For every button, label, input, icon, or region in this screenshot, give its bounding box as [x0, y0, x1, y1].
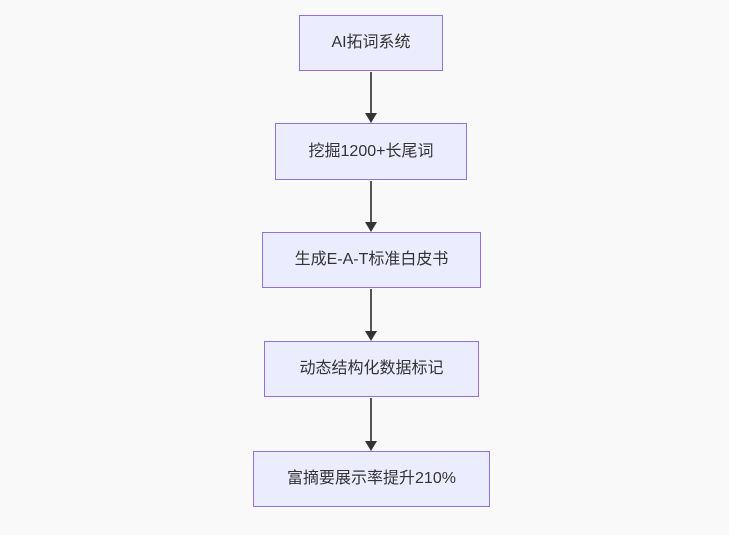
- arrow-n3-n4: [365, 289, 377, 341]
- node-label: 生成E-A-T标准白皮书: [294, 251, 449, 269]
- arrow-n4-n5: [365, 398, 377, 451]
- arrow-n1-n2: [365, 72, 377, 123]
- flow-node-rich-snippet-uplift: 富摘要展示率提升210%: [253, 451, 490, 507]
- flow-node-structured-data-markup: 动态结构化数据标记: [264, 341, 479, 397]
- node-label: 挖掘1200+长尾词: [308, 142, 434, 160]
- node-label: AI拓词系统: [331, 34, 411, 52]
- arrow-n2-n3: [365, 181, 377, 232]
- flow-node-eat-whitepaper: 生成E-A-T标准白皮书: [262, 232, 481, 288]
- node-label: 富摘要展示率提升210%: [287, 470, 456, 488]
- node-label: 动态结构化数据标记: [299, 360, 444, 378]
- flow-node-ai-keyword-system: AI拓词系统: [299, 15, 443, 71]
- flow-node-longtail-mining: 挖掘1200+长尾词: [275, 123, 467, 180]
